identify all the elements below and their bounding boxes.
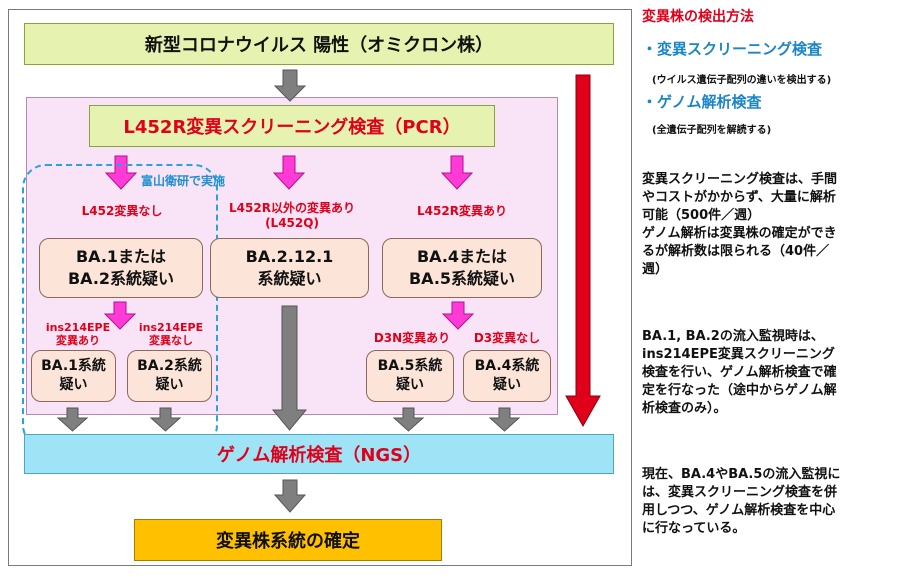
sidebar-text-line: 用しつつ、ゲノム解析検査を中心 <box>642 503 836 518</box>
down-arrow-gray <box>273 479 307 513</box>
final-label: 変異株系統の確定 <box>216 531 360 552</box>
branch-box-left: BA.1または BA.2系統疑い <box>39 238 203 298</box>
down-arrow-magenta <box>441 301 475 330</box>
sidebar-text-line: BA.1, BA.2の流入監視時は、 <box>642 329 824 344</box>
branch-box-right: BA.4または BA.5系統疑い <box>382 238 542 298</box>
sidebar-method1-note: (ウイルス遺伝子配列の違いを検出する) <box>652 75 832 86</box>
down-arrow-gray <box>273 69 307 102</box>
branch-label-left: L452変異なし <box>81 204 163 218</box>
down-arrow-gray <box>56 407 89 432</box>
branch-label-middle: L452R以外の変異あり (L452Q) <box>212 201 372 231</box>
sub-box-ba4-line2: 疑い <box>493 377 521 393</box>
down-arrow-gray <box>392 407 425 432</box>
sub-box-ba1-line1: BA.1系統 <box>41 358 106 374</box>
sidebar-paragraph-3: 現在、BA.4やBA.5の流入監視に は、変異スクリーニング検査を併 用しつつ、… <box>642 466 840 538</box>
sidebar-text-line: 可能（500件／週） <box>642 208 761 223</box>
branch-label-middle-line1: L452R以外の変異あり <box>229 201 355 215</box>
sub-box-ba5-line1: BA.5系統 <box>377 358 443 374</box>
timeline-arrow-red <box>565 74 601 428</box>
sub-box-ba1: BA.1系統 疑い <box>31 350 116 402</box>
branch-box-middle-line2: 系統疑い <box>257 269 322 288</box>
sidebar-text-line: ゲノム解析は変異株の確定ができ <box>642 226 837 241</box>
sidebar-text-line: 現在、BA.4やBA.5の流入監視に <box>642 467 841 482</box>
sub-label-ba1: ins214EPE 変異あり <box>33 321 123 347</box>
branch-box-left-line2: BA.2系統疑い <box>67 269 175 288</box>
sidebar-paragraph-2: BA.1, BA.2の流入監視時は、 ins214EPE変異スクリーニング 検査… <box>642 328 837 418</box>
sidebar-heading: 変異株の検出方法 <box>642 9 754 25</box>
sub-label-ba5: D3N変異あり <box>373 331 451 345</box>
sidebar-text-line: 析検査のみ）。 <box>642 401 727 416</box>
down-arrow-gray-long <box>271 305 308 431</box>
sidebar-text-line: 定を行なった（途中からゲノム解 <box>642 383 837 398</box>
sidebar-method1: ・変異スクリーニング検査 <box>642 40 823 58</box>
ngs-label: ゲノム解析検査（NGS） <box>216 445 422 466</box>
sub-box-ba1-line2: 疑い <box>59 377 88 393</box>
positive-case-box: 新型コロナウイルス 陽性（オミクロン株） <box>24 23 614 65</box>
sub-label-ba4: D3変異なし <box>473 331 541 345</box>
sub-label-ba1-line1: ins214EPE <box>45 321 111 334</box>
sub-box-ba2: BA.2系統 疑い <box>127 350 212 402</box>
sidebar-paragraph-1: 変異スクリーニング検査は、手間 やコストがかからず、大量に解析 可能（500件／… <box>642 171 837 279</box>
down-arrow-gray <box>149 407 182 432</box>
sub-box-ba5: BA.5系統 疑い <box>366 350 454 402</box>
branch-box-right-line1: BA.4または <box>416 247 508 266</box>
sidebar-text-line: は、変異スクリーニング検査を併 <box>642 485 838 500</box>
pcr-screening-label: L452R変異スクリーニング検査（PCR） <box>123 117 461 138</box>
sidebar-method2-note: (全遺伝子配列を解読する) <box>652 125 772 136</box>
sidebar-text-line: に行なっている。 <box>642 521 746 536</box>
down-arrow-magenta <box>103 301 137 330</box>
branch-label-right: L452R変異あり <box>417 204 507 218</box>
branch-box-right-line2: BA.5系統疑い <box>408 269 516 288</box>
pcr-screening-box: L452R変異スクリーニング検査（PCR） <box>89 105 495 147</box>
sidebar-method2: ・ゲノム解析検査 <box>642 93 762 111</box>
down-arrow-magenta <box>440 155 474 190</box>
sidebar-text-line: やコストがかからず、大量に解析 <box>642 190 836 205</box>
toyama-label: 富山衛研で実施 <box>141 174 226 188</box>
down-arrow-magenta <box>272 155 306 190</box>
sub-box-ba4: BA.4系統 疑い <box>463 350 551 402</box>
sub-box-ba5-line2: 疑い <box>396 377 424 393</box>
sidebar-text-line: 検査を行い、ゲノム解析検査で確 <box>642 365 837 380</box>
sub-label-ba2-line1: ins214EPE <box>138 321 204 334</box>
final-confirmation-box: 変異株系統の確定 <box>134 519 442 561</box>
down-arrow-magenta <box>104 155 138 190</box>
down-arrow-gray <box>488 407 521 432</box>
ngs-box: ゲノム解析検査（NGS） <box>24 434 614 474</box>
sidebar-text-line: ins214EPE変異スクリーニング <box>642 347 835 362</box>
branch-box-middle-line1: BA.2.12.1 <box>245 247 334 266</box>
main-title: 新型コロナウイルス 陽性（オミクロン株） <box>144 35 494 56</box>
sub-label-ba2: ins214EPE 変異なし <box>126 321 216 347</box>
sub-label-ba2-line2: 変異なし <box>149 334 193 347</box>
branch-box-middle: BA.2.12.1 系統疑い <box>210 238 369 298</box>
branch-box-left-line1: BA.1または <box>75 247 167 266</box>
sub-box-ba4-line1: BA.4系統 <box>474 358 540 374</box>
sub-label-ba1-line2: 変異あり <box>56 334 100 347</box>
branch-label-middle-line2: (L452Q) <box>265 216 319 230</box>
sidebar-text-line: るが解析数は限られる（40件／ <box>642 244 830 259</box>
sidebar-text-line: 変異スクリーニング検査は、手間 <box>642 172 838 187</box>
sidebar-text-line: 週） <box>642 262 669 277</box>
sub-box-ba2-line2: 疑い <box>155 377 184 393</box>
sub-box-ba2-line1: BA.2系統 <box>137 358 202 374</box>
